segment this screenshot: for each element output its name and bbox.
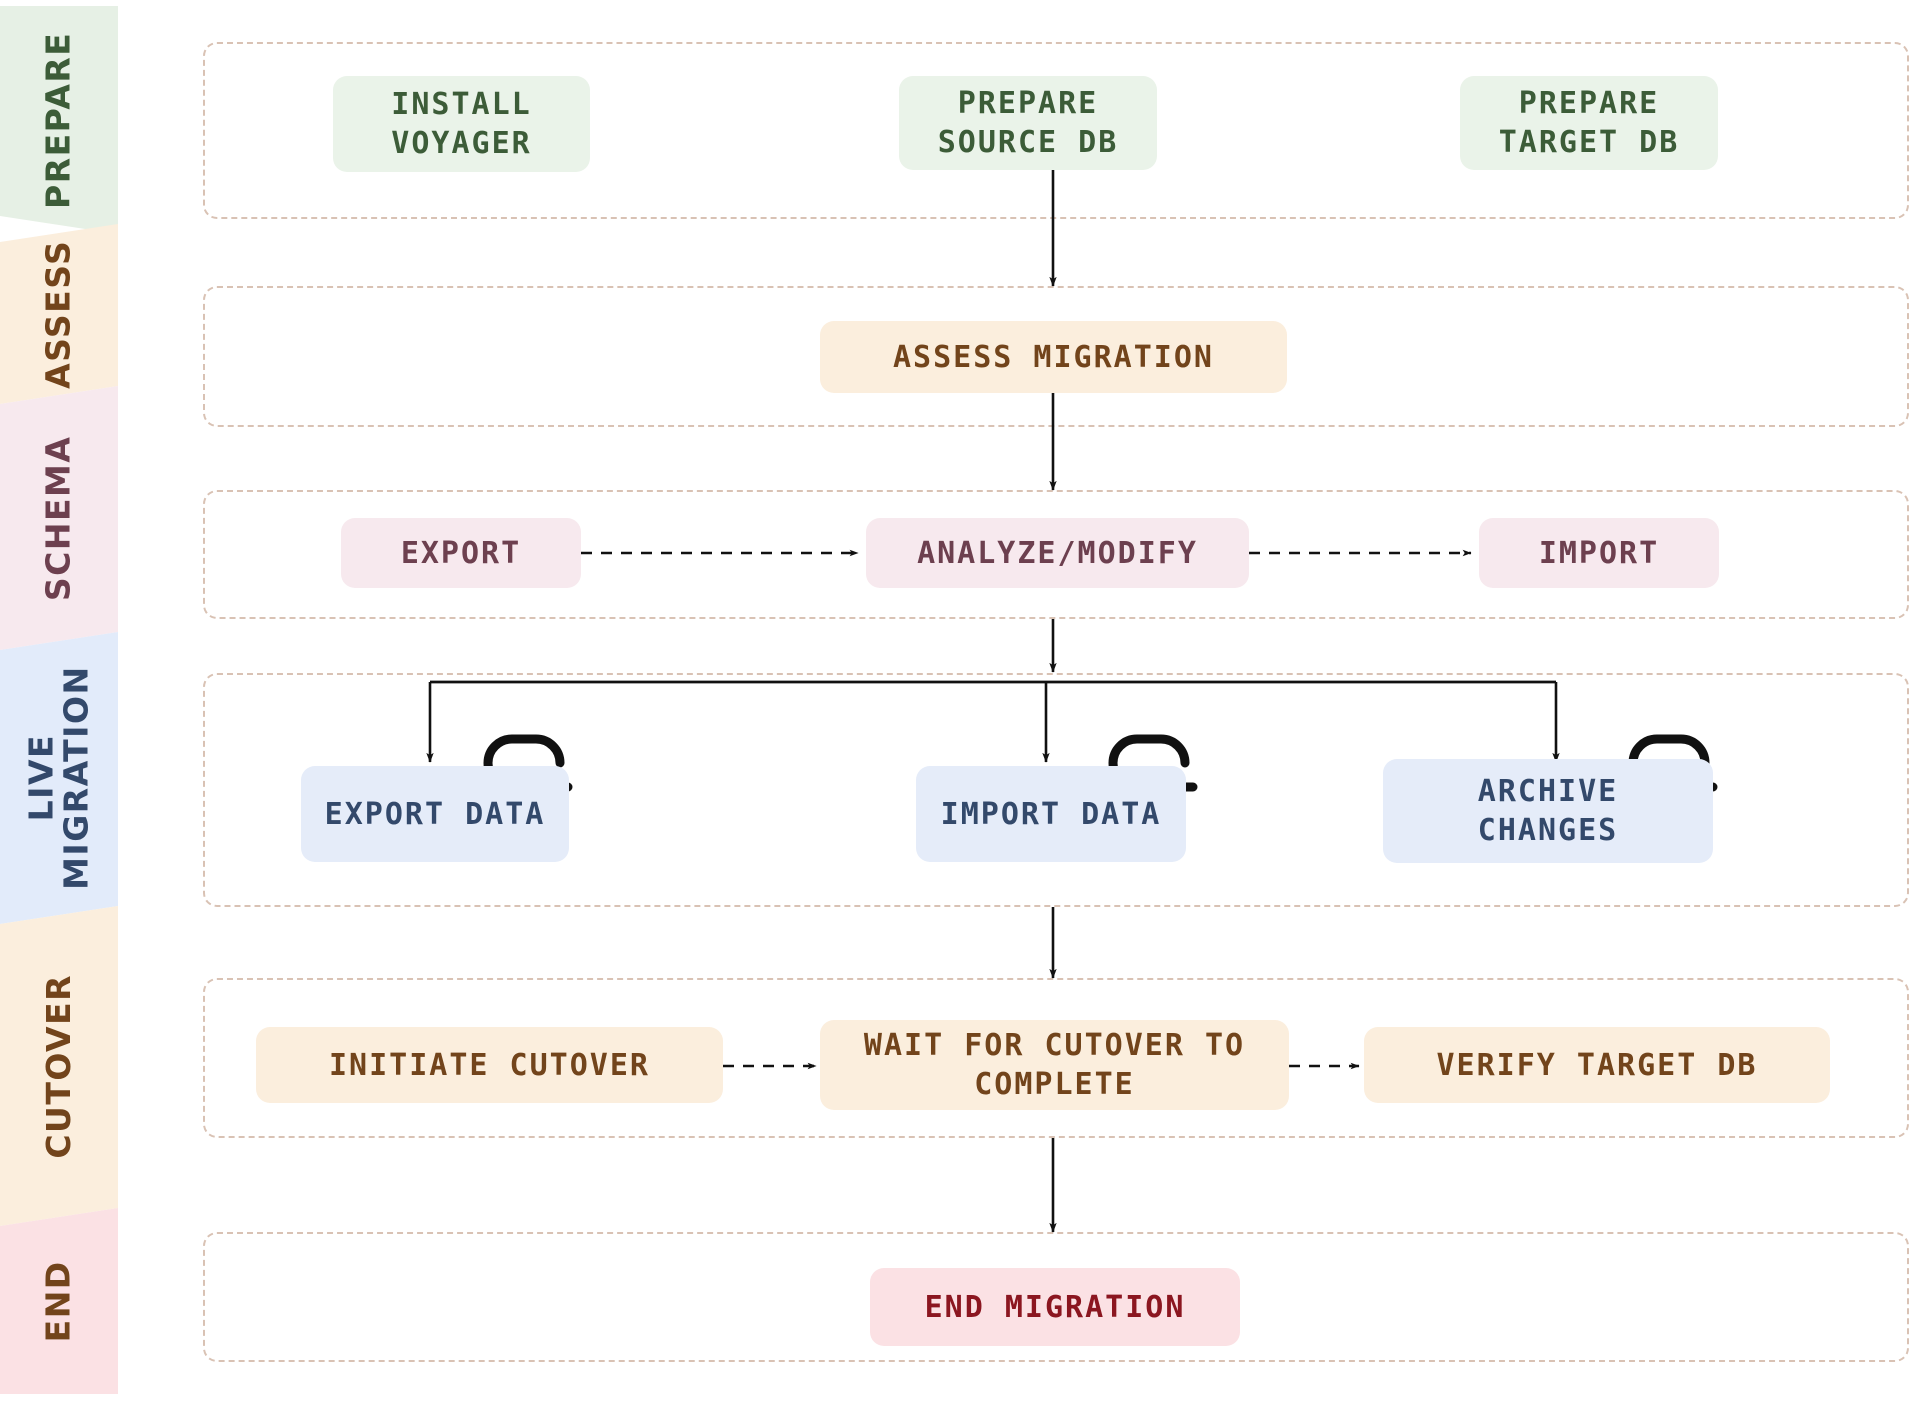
node-label-schema-export: EXPORT xyxy=(400,535,522,571)
node-label-prepare-target-db: PREPARE TARGET DB xyxy=(1498,86,1680,160)
node-label-archive-changes: ARCHIVE CHANGES xyxy=(1477,774,1619,848)
phase-band-end: END xyxy=(0,1208,118,1394)
node-import-data[interactable]: IMPORT DATA xyxy=(916,766,1186,862)
node-prepare-source-db[interactable]: PREPARE SOURCE DB xyxy=(899,76,1157,170)
phase-band-label-end: END xyxy=(38,1259,78,1343)
phase-band-label-prepare: PREPARE xyxy=(38,31,78,209)
phase-band-schema: SCHEMA xyxy=(0,386,118,650)
phase-container-assess xyxy=(203,286,1909,427)
node-label-prepare-source-db: PREPARE SOURCE DB xyxy=(937,86,1119,160)
node-install-voyager[interactable]: INSTALL VOYAGER xyxy=(333,76,590,172)
node-label-wait-for-cutover: WAIT FOR CUTOVER TO COMPLETE xyxy=(863,1028,1246,1102)
node-label-assess-migration: ASSESS MIGRATION xyxy=(893,339,1214,375)
node-schema-import[interactable]: IMPORT xyxy=(1479,518,1719,588)
phase-ribbon: PREPARE ASSESS SCHEMA LIVE MIGRATION CUT… xyxy=(0,0,160,1405)
node-archive-changes[interactable]: ARCHIVE CHANGES xyxy=(1383,759,1713,863)
phase-band-label-cutover: CUTOVER xyxy=(38,973,78,1159)
node-prepare-target-db[interactable]: PREPARE TARGET DB xyxy=(1460,76,1718,170)
node-label-import-data: IMPORT DATA xyxy=(940,796,1162,832)
node-label-verify-target-db: VERIFY TARGET DB xyxy=(1436,1047,1758,1083)
node-end-migration[interactable]: END MIGRATION xyxy=(870,1268,1240,1346)
phase-container-live-migration xyxy=(203,673,1909,907)
phase-container-schema xyxy=(203,490,1909,619)
phase-band-label-assess: ASSESS xyxy=(38,239,78,389)
node-label-install-voyager: INSTALL VOYAGER xyxy=(391,87,532,161)
phase-container-cutover xyxy=(203,978,1909,1138)
node-assess-migration[interactable]: ASSESS MIGRATION xyxy=(820,321,1287,393)
node-label-schema-import: IMPORT xyxy=(1538,535,1660,571)
phase-band-assess: ASSESS xyxy=(0,224,118,404)
phase-band-label-live-migration: LIVE MIGRATION xyxy=(21,665,95,891)
node-label-end-migration: END MIGRATION xyxy=(924,1289,1186,1325)
node-export-data[interactable]: EXPORT DATA xyxy=(301,766,569,862)
node-label-initiate-cutover: INITIATE CUTOVER xyxy=(329,1047,650,1083)
node-wait-for-cutover[interactable]: WAIT FOR CUTOVER TO COMPLETE xyxy=(820,1020,1289,1110)
node-schema-analyze-modify[interactable]: ANALYZE/MODIFY xyxy=(866,518,1249,588)
node-label-schema-analyze-modify: ANALYZE/MODIFY xyxy=(917,535,1198,571)
node-label-export-data: EXPORT DATA xyxy=(324,796,546,832)
phase-band-cutover: CUTOVER xyxy=(0,906,118,1226)
phase-container-end xyxy=(203,1232,1909,1362)
phase-band-prepare: PREPARE xyxy=(0,6,118,234)
phase-band-live-migration: LIVE MIGRATION xyxy=(0,632,118,924)
node-verify-target-db[interactable]: VERIFY TARGET DB xyxy=(1364,1027,1830,1103)
phase-band-label-schema: SCHEMA xyxy=(38,435,78,601)
node-initiate-cutover[interactable]: INITIATE CUTOVER xyxy=(256,1027,723,1103)
node-schema-export[interactable]: EXPORT xyxy=(341,518,581,588)
phase-container-prepare xyxy=(203,42,1909,219)
